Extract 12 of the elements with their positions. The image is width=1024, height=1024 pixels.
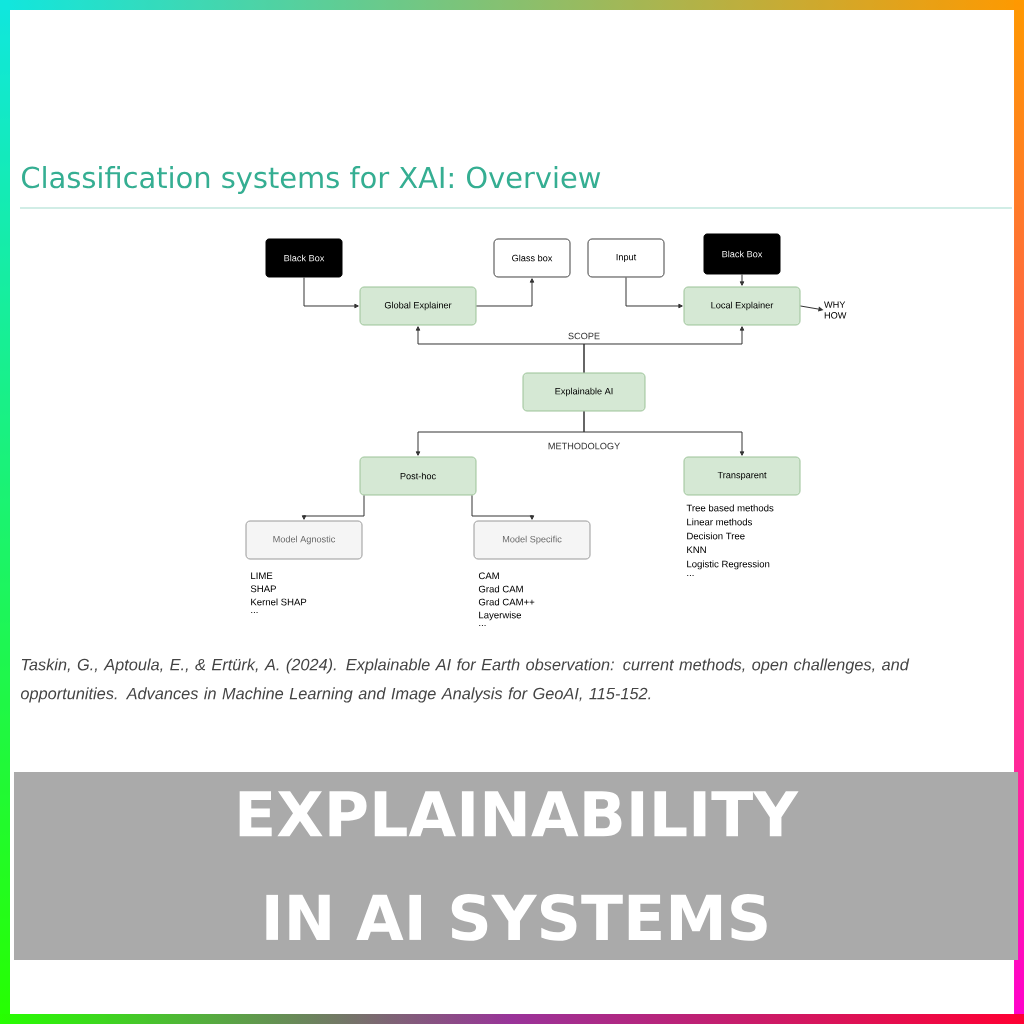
citation: Taskin, G., Aptoula, E., & Ertürk, A. (2024). Explainable AI for Earth observation: current methods, open challenges, and opportunities. Advances in Machine Learning and Image Analysis for GeoAI, 115-152.	[20, 658, 910, 703]
arrow	[583, 411, 745, 456]
arrow	[476, 278, 535, 307]
arrow	[303, 277, 359, 309]
arrow	[583, 326, 745, 373]
slide-title: Classification systems for XAI: Overview	[22, 166, 601, 194]
arrow	[739, 274, 745, 286]
arrow	[471, 495, 535, 520]
arrow	[625, 277, 683, 309]
arrow	[800, 305, 823, 312]
banner: EXPLAINABILITY IN AI SYSTEMS	[14, 772, 1019, 960]
arrow	[301, 495, 365, 520]
